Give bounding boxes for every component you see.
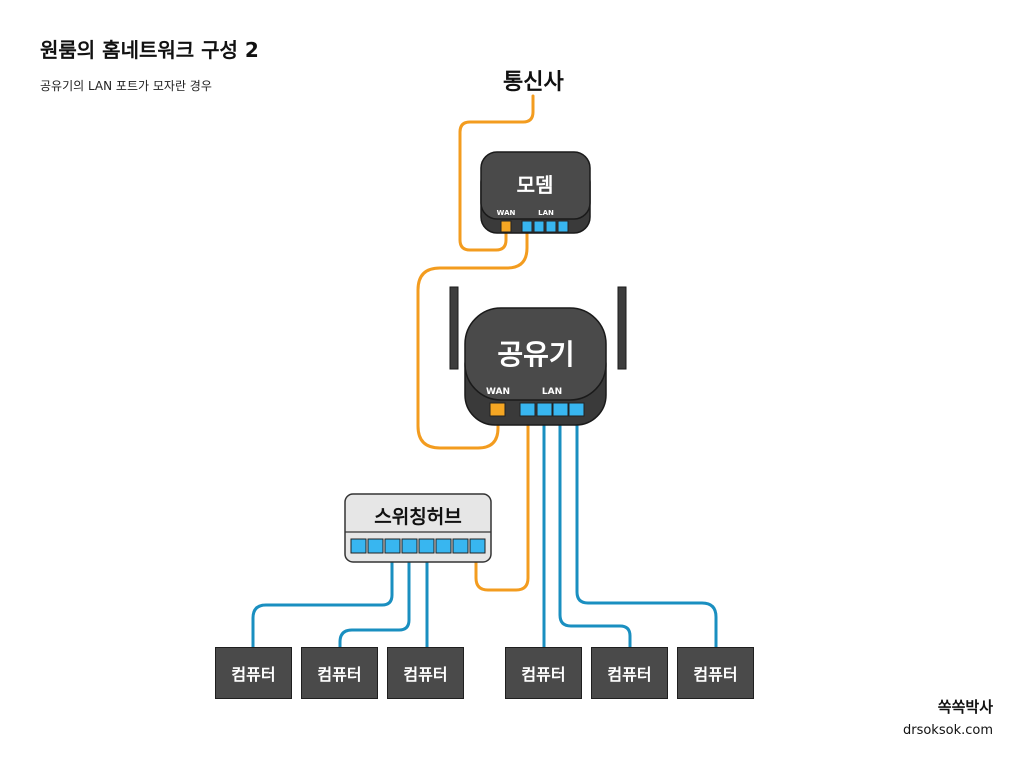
computer-box: 컴퓨터	[301, 647, 378, 699]
modem-lan-port	[533, 220, 545, 233]
brand-name: 쏙쏙박사	[937, 698, 993, 716]
cable-isp-modem	[458, 94, 535, 252]
router-lan-port	[536, 402, 553, 417]
modem-device: 모뎀 WAN LAN	[480, 151, 591, 234]
antenna-right	[617, 286, 627, 370]
modem-lan-port	[521, 220, 533, 233]
switch-port	[435, 538, 452, 554]
antenna-left	[449, 286, 459, 370]
computer-box: 컴퓨터	[215, 647, 292, 699]
switch-port	[367, 538, 384, 554]
switch-port	[350, 538, 367, 554]
router-lan-label: LAN	[542, 387, 562, 397]
site-url: drsoksok.com	[902, 723, 993, 738]
computer-box: 컴퓨터	[505, 647, 582, 699]
modem-lan-label: LAN	[538, 209, 554, 217]
modem-wan-port	[500, 220, 512, 233]
switch-port	[469, 538, 486, 554]
computer-box: 컴퓨터	[677, 647, 754, 699]
switch-port	[384, 538, 401, 554]
router-wan-label: WAN	[486, 387, 510, 397]
router-label: 공유기	[497, 338, 574, 371]
cable-modem-router	[416, 227, 529, 450]
cable-switch-pc1	[251, 548, 394, 650]
cable-router-pc5	[558, 412, 632, 650]
router-device: 공유기 WAN LAN	[449, 286, 627, 426]
cable-router-switch	[474, 412, 530, 592]
modem-lan-port	[557, 220, 569, 233]
cable-router-pc6	[575, 412, 718, 650]
page-title: 원룸의 홈네트워크 구성 2	[40, 38, 259, 62]
switch-port	[418, 538, 435, 554]
switch-port	[401, 538, 418, 554]
router-wan-port	[489, 402, 506, 417]
cable-switch-pc2	[338, 548, 411, 650]
modem-wan-label: WAN	[497, 209, 516, 217]
modem-label: 모뎀	[517, 173, 554, 197]
switch-label: 스위칭허브	[374, 506, 461, 528]
switch-port	[452, 538, 469, 554]
page-subtitle: 공유기의 LAN 포트가 모자란 경우	[40, 79, 212, 93]
switch-device: 스위칭허브	[344, 493, 492, 563]
router-lan-port	[519, 402, 536, 417]
router-lan-port	[568, 402, 585, 417]
computer-box: 컴퓨터	[591, 647, 668, 699]
modem-lan-port	[545, 220, 557, 233]
computer-box: 컴퓨터	[387, 647, 464, 699]
router-lan-port	[552, 402, 569, 417]
isp-label: 통신사	[503, 70, 564, 95]
